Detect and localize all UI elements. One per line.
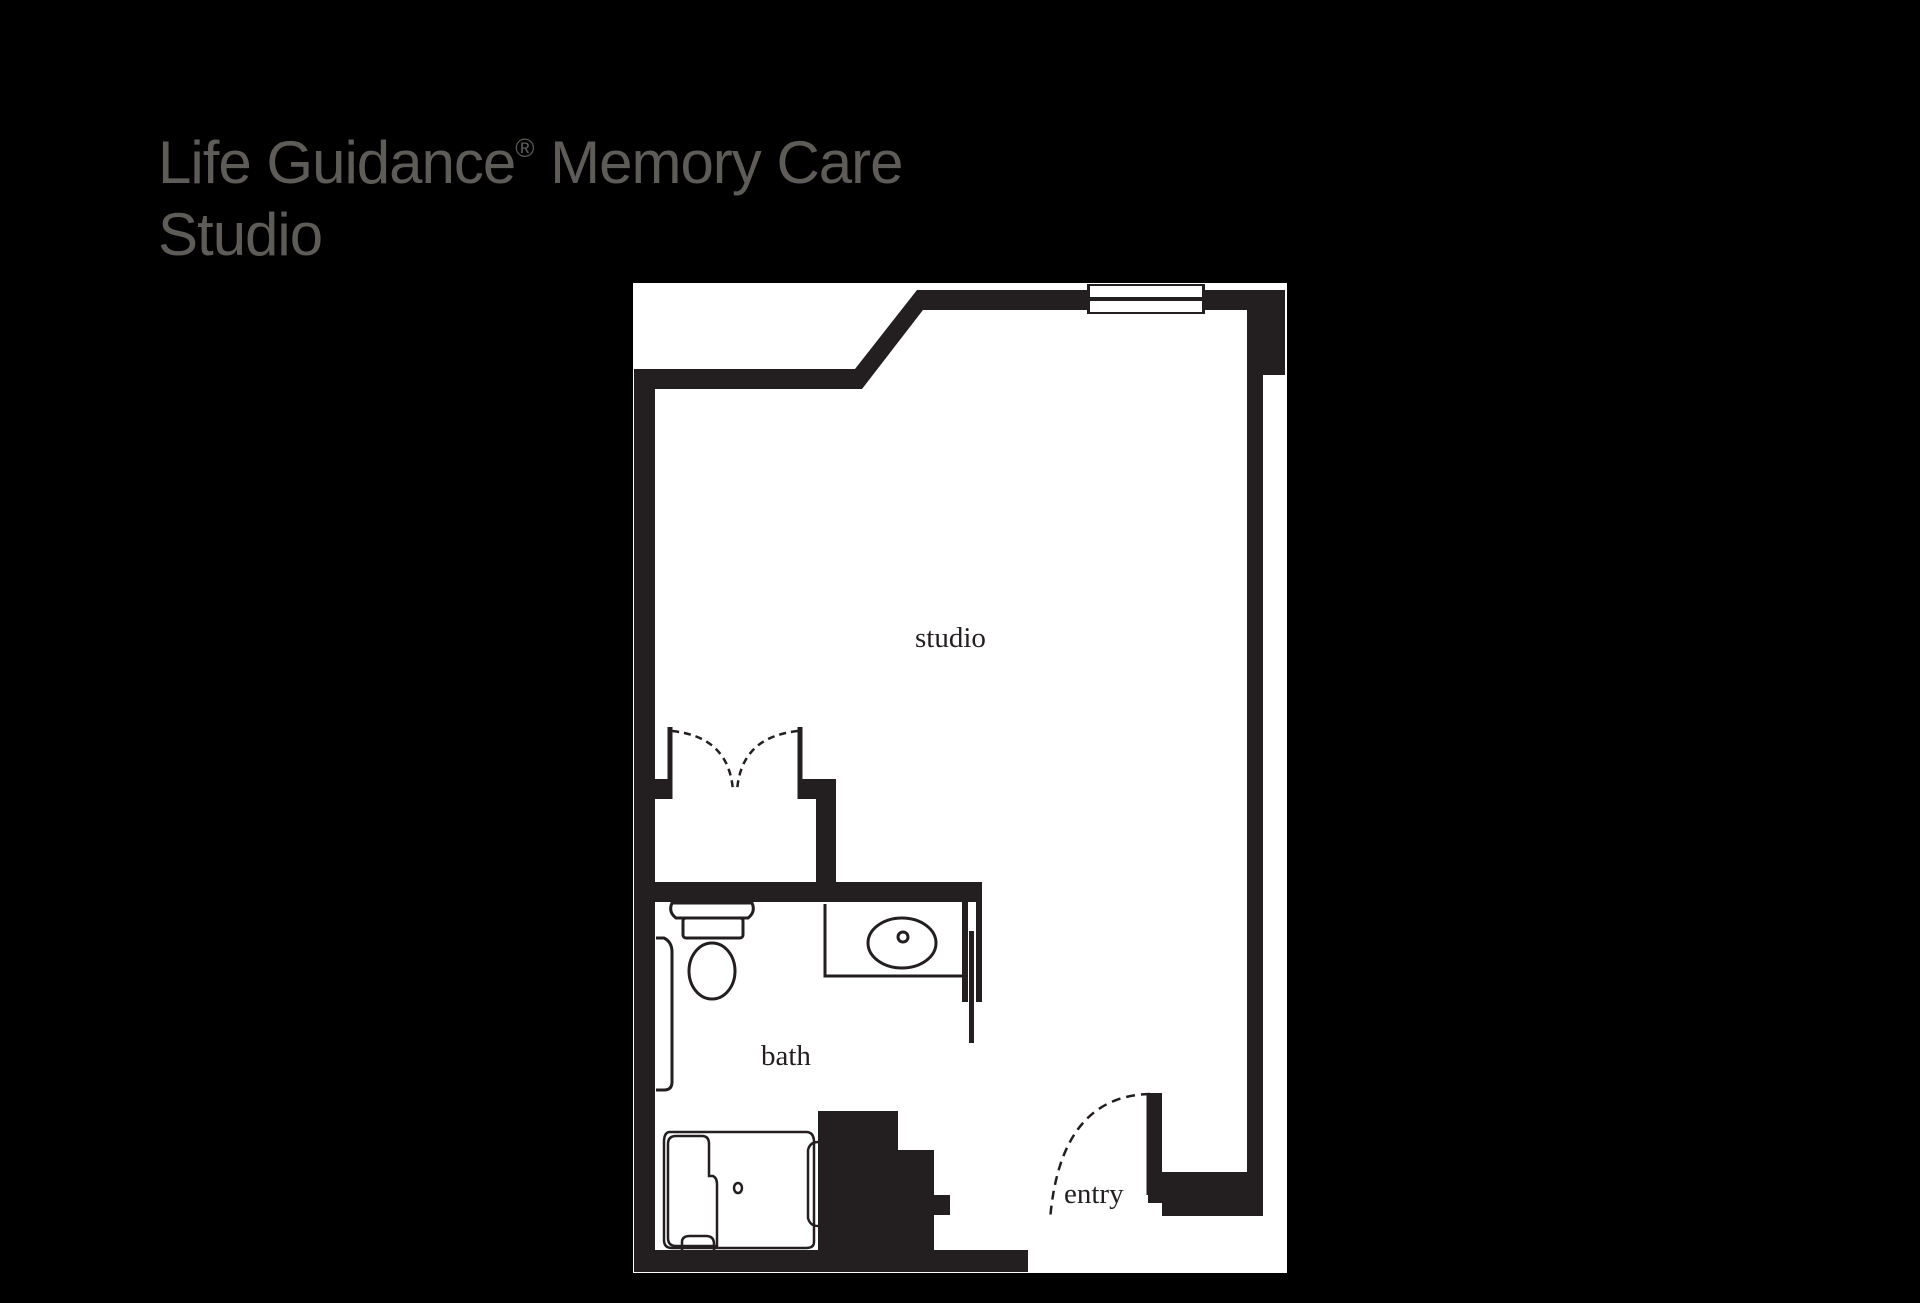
registered-mark: ® (515, 133, 535, 163)
plan-sheet (633, 283, 1287, 1273)
entry-door-icon (1048, 1092, 1152, 1221)
exterior-wall-right (1247, 375, 1263, 1196)
sink-icon (823, 904, 962, 978)
grab-bar-icon (656, 936, 674, 1092)
bath-wall-right-stub-2 (976, 902, 982, 1002)
bath-wall-top (655, 882, 982, 902)
closet-doors-icon (667, 727, 803, 799)
entry-wall-bottom (1162, 1196, 1263, 1216)
title-line-2: Studio (158, 201, 323, 268)
walls (634, 290, 1285, 1272)
room-label-studio: studio (915, 622, 986, 654)
room-label-entry: entry (1064, 1178, 1124, 1210)
exterior-wall-right-upper (1247, 310, 1263, 375)
title-product: Memory Care (534, 129, 903, 196)
closet-jamb-left (655, 779, 671, 799)
bath-door-icon (969, 931, 974, 1043)
shower-icon (655, 1130, 819, 1250)
toilet-icon (669, 901, 755, 1001)
title-line-1: Life Guidance® Memory Care (158, 112, 904, 199)
title-brand: Life Guidance (158, 129, 516, 196)
room-label-bath: bath (761, 1040, 811, 1072)
plan-title: Life Guidance® Memory Care Studio (158, 112, 904, 271)
mechanical-chase (818, 1111, 950, 1272)
closet-wall-right (800, 779, 836, 882)
bath-wall-right-stub (962, 902, 968, 1002)
exterior-wall-top (634, 290, 1285, 1250)
window-icon (1087, 284, 1205, 314)
